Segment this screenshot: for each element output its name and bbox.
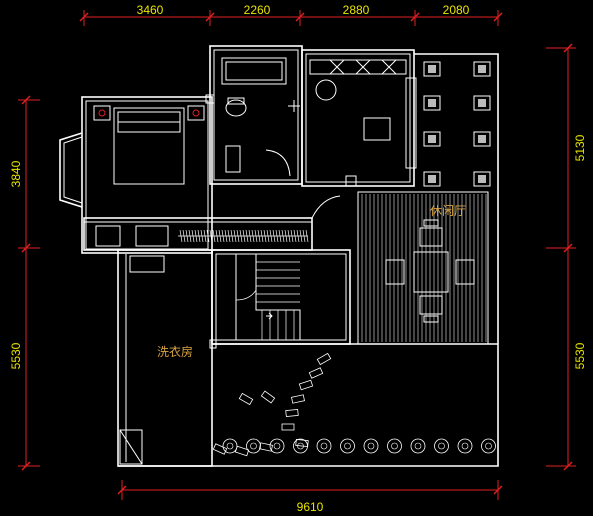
bedroom-furniture bbox=[93, 105, 205, 185]
garden-elements bbox=[212, 352, 496, 457]
dimension-lines bbox=[18, 10, 576, 500]
laundry-fixtures bbox=[119, 255, 165, 465]
deck-planks bbox=[357, 191, 489, 345]
dim-right-2: 5530 bbox=[573, 342, 587, 369]
room-label-laundry: 洗衣房 bbox=[157, 344, 193, 359]
dim-right-1: 5130 bbox=[573, 134, 587, 161]
dim-bottom: 9610 bbox=[297, 500, 324, 514]
dim-left-1: 3840 bbox=[9, 160, 23, 187]
dim-top-3: 2880 bbox=[343, 3, 370, 17]
lounge-table-set bbox=[385, 219, 475, 323]
terrace-planters bbox=[423, 61, 491, 187]
room-label-lounge: 休闲厅 bbox=[430, 204, 466, 218]
dim-top-2: 2260 bbox=[244, 3, 271, 17]
walls bbox=[59, 45, 499, 467]
staircase bbox=[235, 254, 301, 340]
bath-fixtures bbox=[221, 57, 300, 173]
dim-left-2: 5530 bbox=[9, 342, 23, 369]
study-furniture bbox=[309, 59, 417, 169]
dim-top-1: 3460 bbox=[137, 3, 164, 17]
dim-top-4: 2080 bbox=[443, 3, 470, 17]
closet-row bbox=[95, 225, 309, 247]
